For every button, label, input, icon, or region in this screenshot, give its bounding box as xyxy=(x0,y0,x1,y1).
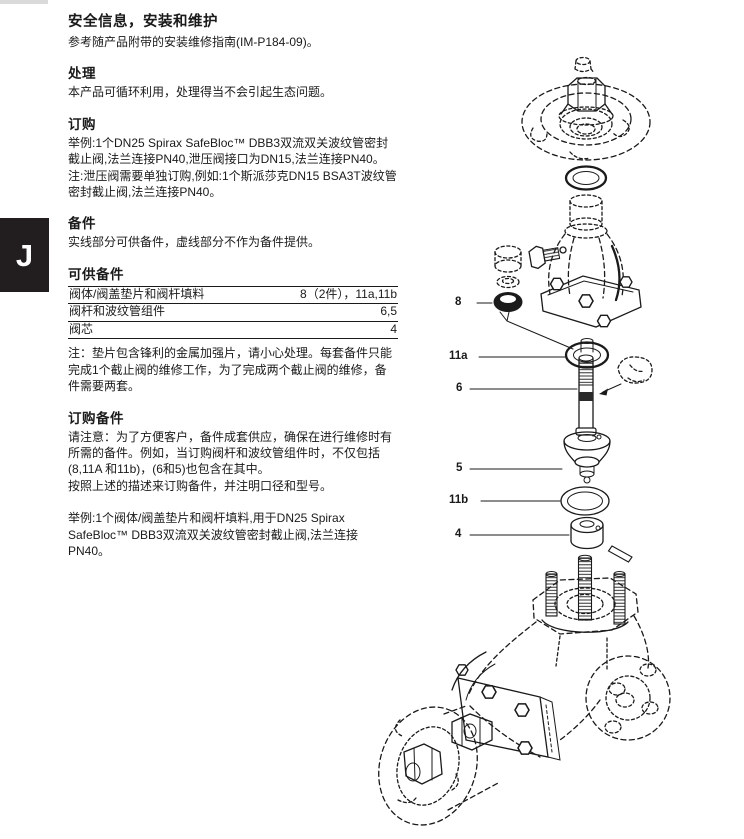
spares-heading: 备件 xyxy=(68,216,96,232)
spare-ref: 8（2件），11a,11b xyxy=(300,286,397,301)
table-row: 阀芯 4 xyxy=(68,322,398,340)
ordering-heading: 订购 xyxy=(68,116,96,132)
text-column: 安全信息，安装和维护 参考随产品附带的安装维修指南(IM-P184-09)。 处… xyxy=(68,10,398,559)
how-to-order-body2: 按照上述的描述来订购备件，并注明口径和型号。 xyxy=(68,478,333,493)
bonnet-group xyxy=(540,194,642,328)
part-label-8: 8 xyxy=(455,296,462,308)
spare-ref: 6,5 xyxy=(380,304,397,319)
packing-group xyxy=(493,245,561,312)
part-label-4: 4 xyxy=(455,528,462,540)
how-to-order-body: 请注意：为了方便客户，备件成套供应，确保在进行维修时有所需的备件。例如，当订购阀… xyxy=(68,429,393,477)
how-to-order-example: 举例:1个阀体/阀盖垫片和阀杆填料,用于DN25 Spirax SafeBloc… xyxy=(68,511,359,558)
handwheel-group xyxy=(521,56,651,161)
part-label-6: 6 xyxy=(456,382,463,394)
spares-warning: 注：垫片包含锋利的金属加强片，请小心处理。每套备件只能完成1个截止阀的维修工作，… xyxy=(68,346,393,394)
bush-group xyxy=(570,516,633,563)
table-row: 阀体/阀盖垫片和阀杆填料 8（2件），11a,11b xyxy=(68,287,398,305)
valve-plug-group xyxy=(563,431,611,484)
ordering-note: 注:泄压阀需要单独订购,例如:1个斯派莎克DN15 BSA3T波纹管密封截止阀,… xyxy=(68,168,397,200)
leader-lines xyxy=(469,302,578,536)
spares-body: 实线部分可供备件，虚线部分不作为备件提供。 xyxy=(68,235,321,250)
disposal-heading: 处理 xyxy=(68,66,96,82)
page-title: 安全信息，安装和维护 xyxy=(68,14,218,30)
valve-body-group xyxy=(378,554,671,826)
disposal-body: 本产品可循环利用，处理得当不会引起生态问题。 xyxy=(68,85,333,100)
spare-name: 阀杆和波纹管组件 xyxy=(69,304,166,319)
spare-name: 阀体/阀盖垫片和阀杆填料 xyxy=(69,286,205,301)
spare-name: 阀芯 xyxy=(69,321,94,336)
part-label-11b: 11b xyxy=(449,494,469,506)
spares-table: 阀体/阀盖垫片和阀杆填料 8（2件），11a,11b 阀杆和波纹管组件 6,5 … xyxy=(68,285,398,340)
ordering-example: 举例:1个DN25 Spirax SafeBloc™ DBB3双流双关波纹管密封… xyxy=(68,135,389,167)
page-edge-strip xyxy=(0,0,48,4)
safety-body: 参考随产品附带的安装维修指南(IM-P184-09)。 xyxy=(68,35,319,49)
stem-bellows-group xyxy=(575,354,653,437)
available-spares-heading: 可供备件 xyxy=(68,266,124,282)
part-label-5: 5 xyxy=(456,462,463,474)
part-label-11a: 11a xyxy=(449,350,468,362)
table-row: 阀杆和波纹管组件 6,5 xyxy=(68,304,398,322)
spare-ref: 4 xyxy=(390,321,397,336)
how-to-order-heading: 订购备件 xyxy=(68,410,124,426)
section-index-tab: J xyxy=(0,218,49,292)
section-index-letter: J xyxy=(15,237,34,273)
